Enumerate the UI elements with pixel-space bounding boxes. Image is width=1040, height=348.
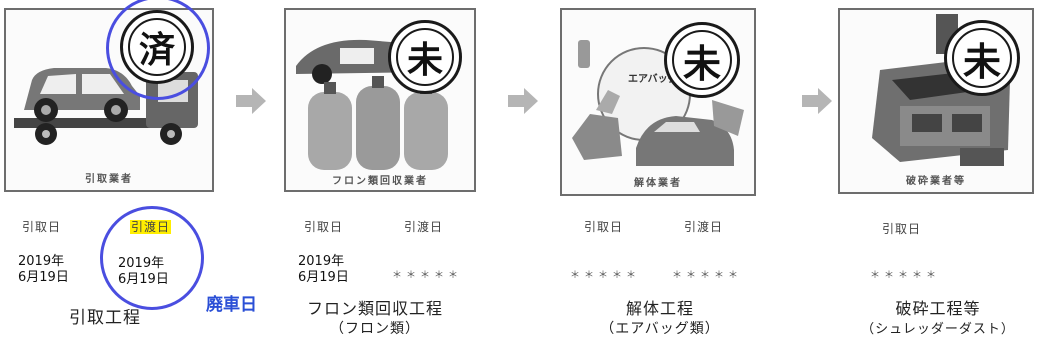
stage3-stars-pickup: ＊＊＊＊＊ (570, 270, 640, 281)
stage3-image: 解体業者 エアバッグ (560, 8, 756, 196)
airbag-label: エアバッグ (628, 74, 678, 85)
arrow-right-icon (236, 88, 266, 114)
stamp-pending-3-text: 未 (671, 29, 733, 91)
stage2-caption: フロン類回収業者 (332, 176, 428, 187)
stage4-caption: 破砕業者等 (906, 176, 966, 187)
stage4-process-sub: （シュレッダーダスト） (861, 322, 1015, 337)
stage2-date-pickup: 2019年 6月19日 (298, 254, 349, 285)
stamp-pending-4-text: 未 (951, 27, 1013, 89)
stage3-caption: 解体業者 (634, 178, 682, 189)
stage4-stars: ＊＊＊＊＊ (870, 270, 940, 281)
highlight-ring-stamp (106, 0, 210, 100)
stage2-stars: ＊＊＊＊＊ (392, 270, 462, 281)
stage2-process-sub: （フロン類） (330, 321, 420, 337)
stage2-process-title: フロン類回収工程 (306, 299, 443, 318)
stage2-label-delivery: 引渡日 (404, 220, 444, 234)
stamp-pending-3: 未 (664, 22, 740, 98)
stage4-process-title: 破砕工程等 (895, 299, 981, 318)
stage1-label-pickup: 引取日 (22, 220, 62, 234)
stage3-process-title: 解体工程 (625, 299, 694, 318)
stage3-stars-delivery: ＊＊＊＊＊ (672, 270, 742, 281)
stamp-pending-2-text: 未 (395, 27, 455, 87)
stage2-process: フロン類回収工程 （フロン類） (280, 298, 470, 340)
stage3-label-delivery: 引渡日 (684, 220, 724, 234)
stage1-date-pickup: 2019年 6月19日 (18, 254, 69, 285)
stage1-process-title: 引取工程 (69, 308, 141, 328)
arrow-right-icon (508, 88, 538, 114)
disposal-date-annotation: 廃車日 (206, 295, 257, 315)
stage1-caption: 引取業者 (85, 174, 133, 185)
stage2-label-pickup: 引取日 (304, 220, 344, 234)
stamp-pending-4: 未 (944, 20, 1020, 96)
stage4-process: 破砕工程等 （シュレッダーダスト） (840, 298, 1036, 340)
stage3-label-pickup: 引取日 (584, 220, 624, 234)
stage3-process-sub: （エアバッグ類） (600, 321, 720, 337)
highlight-ring-date (100, 206, 204, 310)
stamp-pending-2: 未 (388, 20, 462, 94)
arrow-right-icon (802, 88, 832, 114)
stage1-process: 引取工程 (30, 308, 180, 329)
stage3-process: 解体工程 （エアバッグ類） (570, 298, 750, 340)
stage4-label-pickup: 引取日 (882, 222, 922, 236)
